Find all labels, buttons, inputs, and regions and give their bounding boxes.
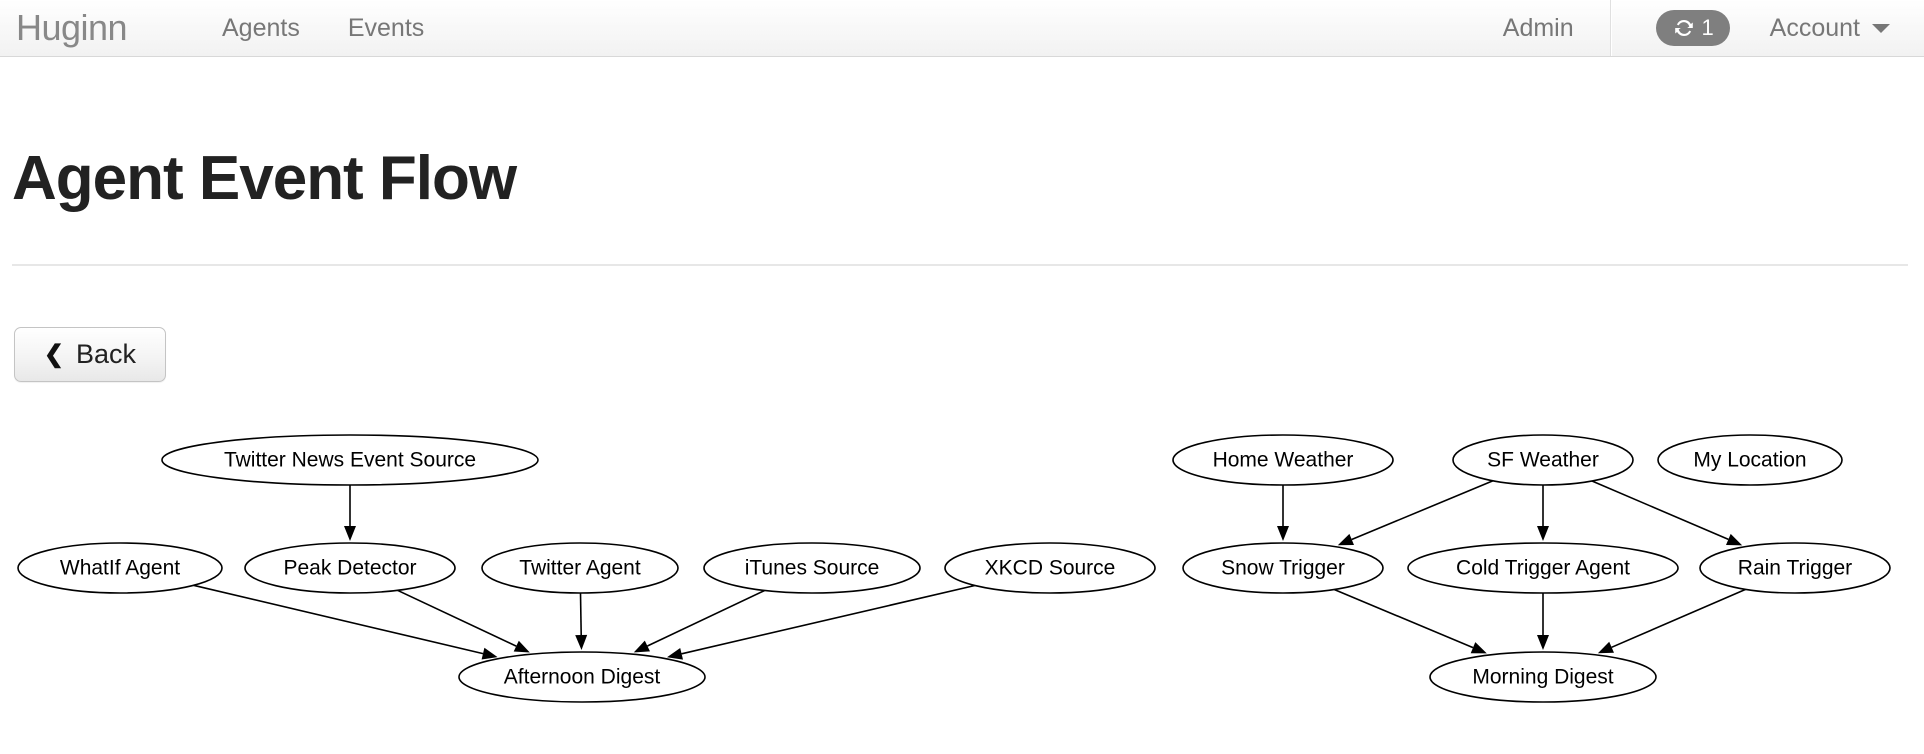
graph-node-snow_trigger[interactable]: Snow Trigger — [1182, 542, 1384, 594]
node-ellipse[interactable] — [1699, 542, 1891, 594]
edge-line — [1611, 588, 1746, 649]
arrow-head-icon — [1726, 533, 1743, 546]
edge-line — [1351, 480, 1494, 541]
graph-node-peak_detector[interactable]: Peak Detector — [244, 542, 456, 594]
arrow-head-icon — [513, 640, 530, 653]
worker-status-wrap: 1 — [1612, 10, 1770, 46]
graph-edge — [633, 589, 765, 653]
refresh-icon — [1672, 16, 1696, 40]
node-ellipse[interactable] — [17, 542, 223, 594]
graph-node-my_location[interactable]: My Location — [1657, 434, 1843, 486]
node-ellipse[interactable] — [1172, 434, 1394, 486]
graph-edge — [193, 584, 498, 660]
page-title: Agent Event Flow — [12, 144, 517, 213]
graph-node-xkcd_source[interactable]: XKCD Source — [944, 542, 1156, 594]
edge-line — [1591, 480, 1729, 541]
graph-edge — [1333, 588, 1487, 654]
nav-divider — [1609, 0, 1612, 56]
arrow-head-icon — [1537, 526, 1549, 541]
node-ellipse[interactable] — [244, 542, 456, 594]
graph-edge — [1537, 593, 1549, 650]
worker-count: 1 — [1701, 15, 1714, 40]
node-ellipse[interactable] — [1429, 651, 1657, 703]
edge-line — [1333, 588, 1474, 649]
header-divider — [12, 264, 1908, 266]
edge-line — [579, 592, 582, 636]
graph-node-morning_digest[interactable]: Morning Digest — [1429, 651, 1657, 703]
nav-account-label: Account — [1769, 14, 1860, 42]
caret-down-icon — [1872, 23, 1890, 33]
brand-logo[interactable]: Huginn — [16, 7, 128, 48]
graph-edge — [344, 485, 356, 541]
node-ellipse[interactable] — [1452, 434, 1634, 486]
node-ellipse[interactable] — [1407, 542, 1679, 594]
worker-status-badge[interactable]: 1 — [1655, 10, 1730, 46]
graph-node-itunes_source[interactable]: iTunes Source — [703, 542, 921, 594]
back-button[interactable]: ❮ Back — [14, 327, 166, 382]
edge-line — [647, 589, 765, 647]
graph-node-afternoon_digest[interactable]: Afternoon Digest — [458, 651, 706, 703]
arrow-head-icon — [575, 634, 588, 650]
nav-link-agents[interactable]: Agents — [222, 14, 300, 42]
arrow-head-icon — [1277, 526, 1289, 541]
edge-line — [397, 589, 517, 647]
graph-edges — [193, 480, 1746, 660]
graph-node-whatif_agent[interactable]: WhatIf Agent — [17, 542, 223, 594]
graph-edge — [1277, 485, 1289, 541]
arrow-head-icon — [633, 640, 650, 653]
node-ellipse[interactable] — [703, 542, 921, 594]
node-ellipse[interactable] — [1182, 542, 1384, 594]
graph-node-rain_trigger[interactable]: Rain Trigger — [1699, 542, 1891, 594]
graph-edge — [1537, 485, 1549, 541]
arrow-head-icon — [1337, 533, 1354, 546]
graph-node-twitter_news_event_source[interactable]: Twitter News Event Source — [161, 434, 539, 486]
back-button-label: Back — [76, 339, 137, 369]
primary-nav: Agents Events — [198, 10, 448, 46]
node-ellipse[interactable] — [481, 542, 679, 594]
graph-edge — [1597, 588, 1746, 654]
graph-edge — [667, 584, 976, 660]
graph-edge — [1337, 480, 1494, 546]
edge-line — [681, 584, 976, 655]
nav-account-dropdown[interactable]: Account — [1770, 0, 1924, 56]
nav-link-events[interactable]: Events — [347, 14, 425, 42]
graph-node-cold_trigger_agent[interactable]: Cold Trigger Agent — [1407, 542, 1679, 594]
node-ellipse[interactable] — [944, 542, 1156, 594]
arrow-head-icon — [344, 526, 356, 541]
graph-edge — [397, 589, 530, 653]
graph-node-twitter_agent[interactable]: Twitter Agent — [481, 542, 679, 594]
graph-node-sf_weather[interactable]: SF Weather — [1452, 434, 1634, 486]
chevron-left-icon: ❮ — [43, 340, 65, 368]
arrow-head-icon — [1470, 642, 1487, 654]
node-ellipse[interactable] — [161, 434, 539, 486]
arrow-head-icon — [1537, 635, 1549, 650]
secondary-nav: Admin 1 Account — [1467, 0, 1924, 56]
top-navbar: Huginn Agents Events Admin 1 Account — [0, 0, 1924, 57]
arrow-head-icon — [1597, 641, 1614, 654]
graph-node-home_weather[interactable]: Home Weather — [1172, 434, 1394, 486]
edge-line — [193, 584, 484, 655]
node-ellipse[interactable] — [458, 651, 706, 703]
node-ellipse[interactable] — [1657, 434, 1843, 486]
arrow-head-icon — [481, 647, 498, 660]
graph-edge — [1591, 480, 1743, 546]
nav-link-admin[interactable]: Admin — [1502, 14, 1574, 42]
graph-edge — [575, 592, 588, 650]
arrow-head-icon — [667, 648, 683, 660]
